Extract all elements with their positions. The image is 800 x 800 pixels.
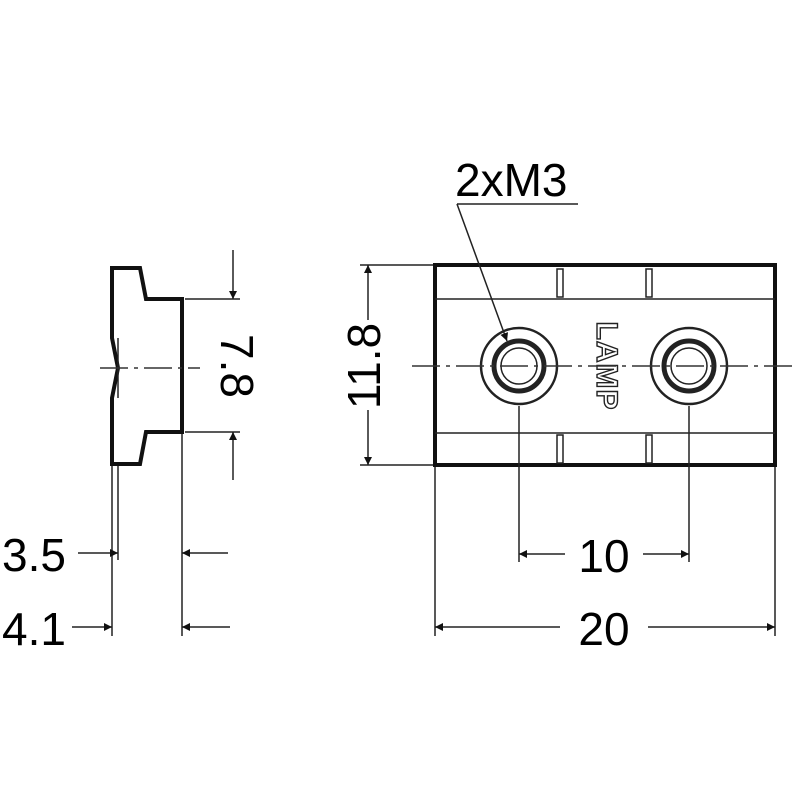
hole-callout-label: 2xM3: [455, 154, 567, 206]
groove-block: [645, 268, 653, 298]
side-view-outline: [110, 266, 184, 466]
side-view: 7.8 3.5 4.1: [2, 250, 263, 655]
side-width-inner-label: 3.5: [2, 529, 66, 581]
groove-block: [556, 268, 564, 298]
callout-leader: [456, 203, 509, 342]
front-width-label: 20: [578, 603, 629, 655]
side-height-label: 7.8: [211, 334, 263, 398]
hole-pitch-label: 10: [578, 530, 629, 582]
groove-block: [645, 434, 653, 464]
front-height-label: 11.8: [338, 323, 390, 409]
front-view-outline: [433, 263, 777, 467]
side-width-outer-label: 4.1: [2, 603, 66, 655]
front-view: LAMP 11.8 10 20 2xM3: [338, 154, 798, 655]
groove-block: [556, 434, 564, 464]
